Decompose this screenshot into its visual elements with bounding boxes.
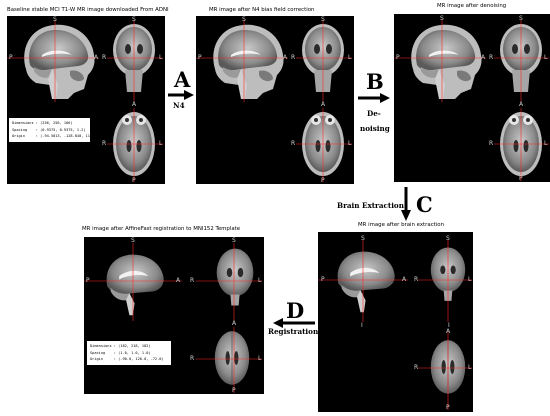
label-right: R — [102, 54, 107, 61]
panel-n4-caption: MR image after N4 bias field correction — [209, 7, 315, 13]
step-a-letter: A — [174, 67, 191, 92]
label-left: L — [468, 364, 472, 371]
crosshair-lines — [318, 240, 472, 410]
label-right: R — [190, 355, 195, 362]
arrow-left-icon — [273, 318, 315, 328]
label-posterior: P — [86, 277, 90, 284]
panel-extracted: S P A I S R L I A R L P — [318, 232, 473, 412]
label-right: R — [414, 364, 419, 371]
label-posterior: P — [232, 387, 236, 394]
panel-denoised: S P A S R L A R L P — [394, 14, 550, 182]
label-left: L — [468, 276, 472, 283]
step-a-label: N4 — [173, 101, 185, 110]
panel-registered-caption: MR image after AffineFast registration t… — [82, 226, 241, 232]
label-superior: S — [519, 15, 523, 22]
crosshair-lines — [7, 20, 163, 182]
step-b-label-line2: noising — [360, 124, 390, 133]
label-superior: S — [321, 16, 325, 23]
label-left: L — [544, 140, 548, 147]
label-left: L — [348, 54, 352, 61]
metadata-origin: Origin : (-94.5013, -128.840, 119.654) — [12, 134, 103, 139]
label-posterior: P — [446, 404, 450, 411]
label-left: L — [258, 277, 262, 284]
label-right: R — [414, 276, 419, 283]
label-right: R — [489, 54, 494, 61]
step-c-letter: C — [416, 192, 433, 217]
label-superior: S — [242, 16, 246, 23]
label-posterior: P — [132, 177, 136, 184]
label-left: L — [258, 355, 262, 362]
label-anterior: A — [176, 277, 181, 284]
label-anterior: A — [132, 101, 137, 108]
metadata-box: Dimensions : (182, 218, 182) Spacing : (1… — [87, 341, 171, 365]
step-d-letter: D — [286, 298, 305, 323]
crosshair-lines — [84, 243, 262, 393]
label-posterior: P — [321, 177, 325, 184]
step-b-letter: B — [366, 69, 384, 94]
label-superior: S — [446, 235, 450, 242]
label-anterior: A — [519, 101, 524, 108]
metadata-box: Dimensions : (256, 256, 166) Spacing : (0… — [9, 118, 103, 142]
panel-original-caption: Baseline stable MCI T1-W MR image downlo… — [7, 7, 169, 13]
metadata-spacing: Spacing : (0.9375, 0.9375, 1.2) — [12, 127, 86, 132]
label-posterior: P — [321, 276, 325, 283]
label-anterior: A — [446, 328, 451, 335]
label-anterior: A — [232, 320, 237, 327]
panel-registered: S P A S R L A R L P Dimensions : (182, 2… — [84, 237, 264, 394]
panel-original: S P A S R L A R L P Dimensions : (256, 2… — [7, 16, 165, 184]
label-left: L — [159, 140, 163, 147]
label-inferior: I — [448, 322, 450, 329]
label-right: R — [291, 54, 296, 61]
metadata-dimensions: Dimensions : (256, 256, 166) — [12, 121, 73, 125]
metadata-origin: Origin : (-90.0, 126.0, -72.0) — [90, 357, 164, 362]
arrow-down-icon — [401, 187, 411, 221]
label-superior: S — [232, 237, 236, 244]
label-right: R — [291, 140, 296, 147]
label-superior: S — [132, 16, 136, 23]
label-posterior: P — [519, 175, 523, 182]
arrow-right-icon — [168, 90, 194, 100]
label-left: L — [159, 54, 163, 61]
panel-extracted-caption: MR image after brain extraction — [358, 222, 444, 228]
label-superior: S — [440, 15, 444, 22]
label-superior: S — [131, 237, 135, 244]
label-anterior: A — [321, 101, 326, 108]
label-right: R — [489, 140, 494, 147]
label-posterior: P — [198, 54, 202, 61]
step-b-label-line1: De- — [367, 109, 381, 118]
step-c-label: Brain Extraction — [337, 201, 404, 210]
step-d-label: Registration — [268, 327, 319, 336]
metadata-spacing: Spacing : (1.0, 1.0, 1.0) — [90, 350, 151, 355]
label-anterior: A — [402, 276, 407, 283]
label-anterior: A — [481, 54, 486, 61]
panel-denoised-caption: MR image after denoising — [437, 3, 507, 9]
label-posterior: P — [396, 54, 400, 61]
crosshair-lines — [394, 20, 549, 181]
metadata-dimensions: Dimensions : (182, 218, 182) — [90, 344, 151, 348]
label-left: L — [348, 140, 352, 147]
panel-n4: S P A S R L A R L P — [196, 16, 354, 184]
label-anterior: A — [94, 54, 99, 61]
label-superior: S — [361, 235, 365, 242]
arrow-right-icon — [358, 93, 390, 103]
label-superior: S — [53, 16, 57, 23]
label-right: R — [102, 140, 107, 147]
label-posterior: P — [9, 54, 13, 61]
crosshair-lines — [196, 20, 352, 182]
label-anterior: A — [283, 54, 288, 61]
label-left: L — [544, 54, 548, 61]
label-inferior: I — [361, 322, 363, 329]
label-right: R — [190, 277, 195, 284]
